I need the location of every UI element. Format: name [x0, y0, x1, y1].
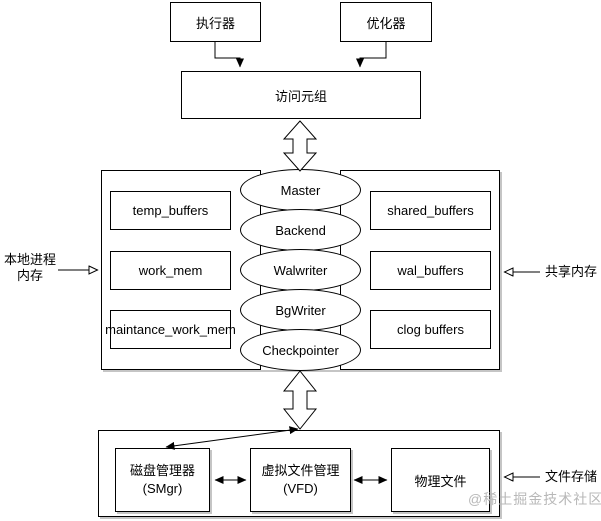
work-mem-box: work_mem	[110, 251, 231, 290]
local-process-memory-label: 本地进程 内存	[2, 252, 58, 284]
backend-process-ellipse: Backend	[240, 209, 361, 251]
wal-buffers-box: wal_buffers	[370, 251, 491, 290]
executor-to-access-arrow	[214, 42, 244, 68]
disk-manager-label: 磁盘管理器	[129, 463, 195, 478]
optimizer-to-access-arrow	[356, 42, 387, 68]
file-storage-label: 文件存储	[545, 469, 598, 484]
virtual-file-manager-box: 虚拟文件管理 (VFD)	[250, 448, 351, 512]
virtual-file-manager-label: 虚拟文件管理	[261, 463, 340, 478]
temp-buffers-box: temp_buffers	[110, 191, 231, 230]
local-process-memory-label-line1: 本地进程	[3, 252, 56, 267]
shared-memory-label: 共享内存	[545, 264, 598, 279]
executor-box: 执行器	[170, 2, 261, 42]
walwriter-process-ellipse: Walwriter	[240, 249, 361, 291]
local-process-memory-label-line2: 内存	[16, 268, 43, 283]
optimizer-box: 优化器	[340, 2, 432, 42]
physical-file-box: 物理文件	[391, 448, 490, 512]
maintance-work-mem-box: maintance_work_mem	[105, 310, 236, 349]
disk-manager-box: 磁盘管理器 (SMgr)	[115, 448, 210, 512]
shared-buffers-box: shared_buffers	[370, 191, 491, 230]
access-tuple-box: 访问元组	[181, 71, 421, 119]
access-memory-double-arrow	[282, 120, 318, 172]
master-process-ellipse: Master	[240, 169, 361, 211]
memory-storage-double-arrow	[282, 370, 318, 430]
clog-buffers-box: clog buffers	[370, 310, 491, 349]
bgwriter-process-ellipse: BgWriter	[240, 289, 361, 331]
virtual-file-manager-sublabel: (VFD)	[283, 481, 318, 496]
disk-manager-sublabel: (SMgr)	[142, 481, 183, 496]
watermark-text: @稀土掘金技术社区	[468, 491, 601, 507]
checkpointer-process-ellipse: Checkpointer	[240, 329, 361, 371]
